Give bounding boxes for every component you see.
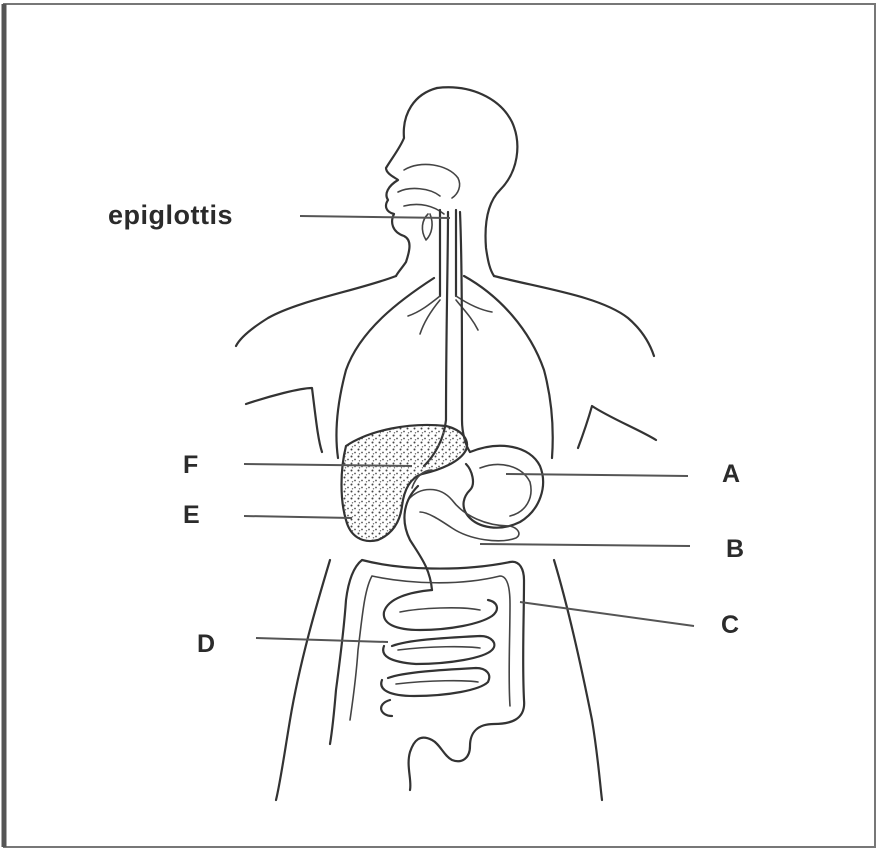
arm-right [578, 406, 656, 448]
label-c: C [721, 613, 739, 638]
label-f: F [183, 453, 198, 478]
leader-E [244, 516, 352, 518]
label-e: E [183, 503, 200, 528]
neck-left [236, 276, 396, 346]
large-intestine [330, 560, 524, 790]
stomach-inner [480, 464, 531, 516]
leader-B [480, 544, 690, 546]
lung-right-outline [464, 276, 553, 458]
label-b: B [726, 537, 744, 562]
shoulder-right [494, 276, 654, 356]
leader-D [256, 638, 388, 642]
label-d: D [197, 632, 215, 657]
label-epiglottis: epiglottis [108, 202, 233, 229]
torso-left [276, 560, 330, 800]
oral-cavity [398, 164, 460, 214]
leader-epiglottis [300, 216, 450, 218]
arm-left [246, 388, 322, 452]
leader-C [520, 602, 694, 626]
pancreas [408, 490, 519, 541]
duodenum [404, 486, 432, 590]
label-a: A [722, 462, 740, 487]
torso-right [554, 560, 602, 800]
face-profile [386, 88, 437, 276]
small-intestine [381, 590, 497, 716]
head-outline [437, 87, 517, 276]
bronchi [408, 296, 492, 334]
leader-A [506, 474, 688, 476]
